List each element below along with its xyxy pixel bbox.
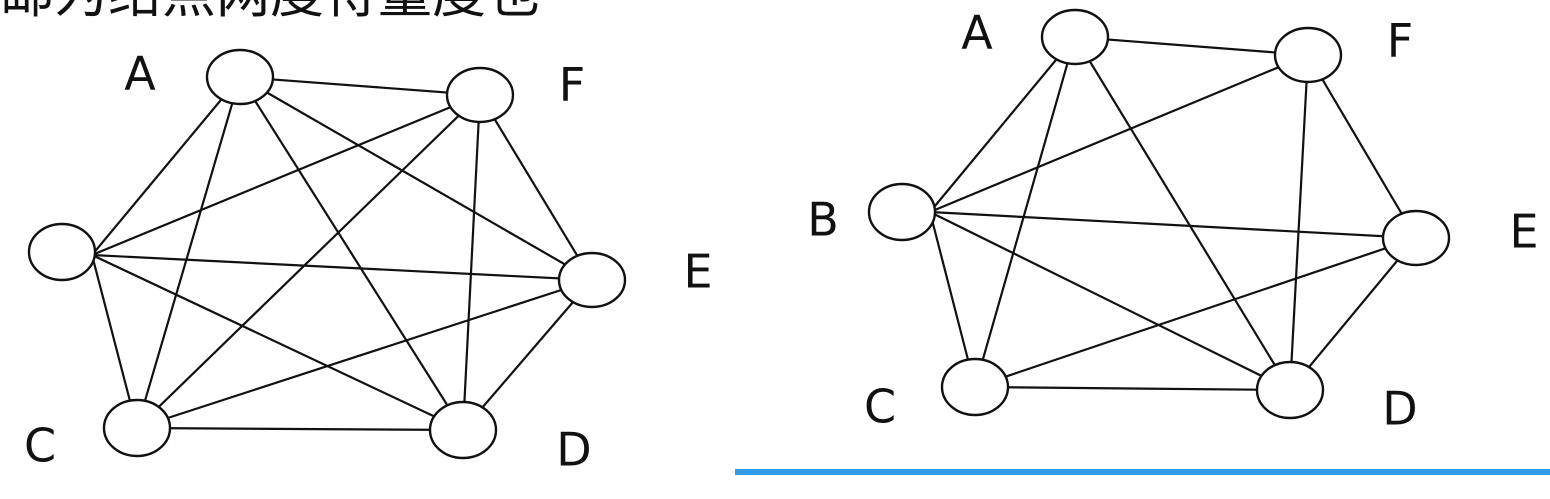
node-label-left-C: C [24, 419, 56, 473]
node-label-right-E: E [1509, 205, 1538, 259]
graph-right-labels: A F B E C D [807, 6, 1538, 436]
edge-left-D-E [462, 279, 593, 431]
node-right-D [1255, 360, 1325, 420]
edge-left-F-D [461, 94, 482, 431]
node-left-A [205, 48, 275, 106]
edge-right-F-B [929, 53, 1309, 214]
edge-left-A-F [239, 75, 481, 97]
edge-right-A-D [1074, 36, 1291, 391]
edge-right-A-C [973, 36, 1077, 388]
edge-right-F-D [1288, 54, 1310, 391]
node-label-left-A: A [124, 47, 156, 101]
edge-left-A-E [239, 76, 593, 281]
node-right-C [940, 357, 1010, 417]
graph-left-labels: A F E C D [24, 47, 713, 477]
edge-right-B-D [929, 211, 1291, 391]
node-label-right-F: F [1387, 14, 1413, 68]
edge-right-C-D [974, 385, 1291, 392]
graph-left-nodes [27, 48, 627, 460]
edge-right-B-E [929, 210, 1417, 240]
header-partial-text: 邮为络点网度待量度也 [0, 0, 540, 25]
edge-right-A-B [929, 36, 1076, 213]
node-label-right-C: C [864, 380, 896, 434]
edge-left-A-D [239, 76, 464, 431]
edge-left-A-B [91, 76, 241, 256]
node-label-left-E: E [683, 245, 712, 299]
edge-left-F-E [479, 94, 593, 281]
edge-left-A-C [135, 76, 242, 429]
edge-left-F-B [91, 93, 481, 257]
edge-right-D-E [1289, 237, 1417, 391]
node-left-F [445, 66, 515, 124]
node-label-right-D: D [1382, 382, 1417, 436]
node-right-E [1381, 209, 1451, 267]
node-label-right-A: A [961, 6, 993, 60]
node-right-B [867, 182, 937, 242]
node-label-left-D: D [556, 423, 591, 477]
edge-right-C-E [974, 236, 1417, 389]
edge-right-A-F [1074, 35, 1309, 57]
graph-left: A F E C D [24, 47, 713, 477]
graph-right-nodes [867, 8, 1451, 420]
edge-left-F-C [136, 94, 481, 429]
graph-right: A F B E C D [807, 6, 1538, 436]
edge-right-F-E [1307, 54, 1417, 239]
edge-left-B-C [90, 254, 139, 429]
graph-left-edges [90, 75, 593, 432]
edge-left-C-D [136, 426, 464, 432]
node-left-C [102, 398, 172, 458]
edge-left-C-E [136, 278, 593, 430]
node-right-F [1273, 26, 1343, 84]
node-label-right-B: B [807, 193, 839, 247]
graph-right-edges [928, 35, 1417, 392]
node-left-E [557, 251, 627, 309]
node-label-left-F: F [559, 58, 585, 112]
node-right-A [1040, 8, 1110, 66]
edge-left-B-D [91, 254, 464, 431]
node-left-B [27, 222, 97, 282]
edge-right-B-C [928, 211, 977, 388]
edge-left-B-E [91, 253, 593, 282]
node-left-D [428, 400, 498, 460]
